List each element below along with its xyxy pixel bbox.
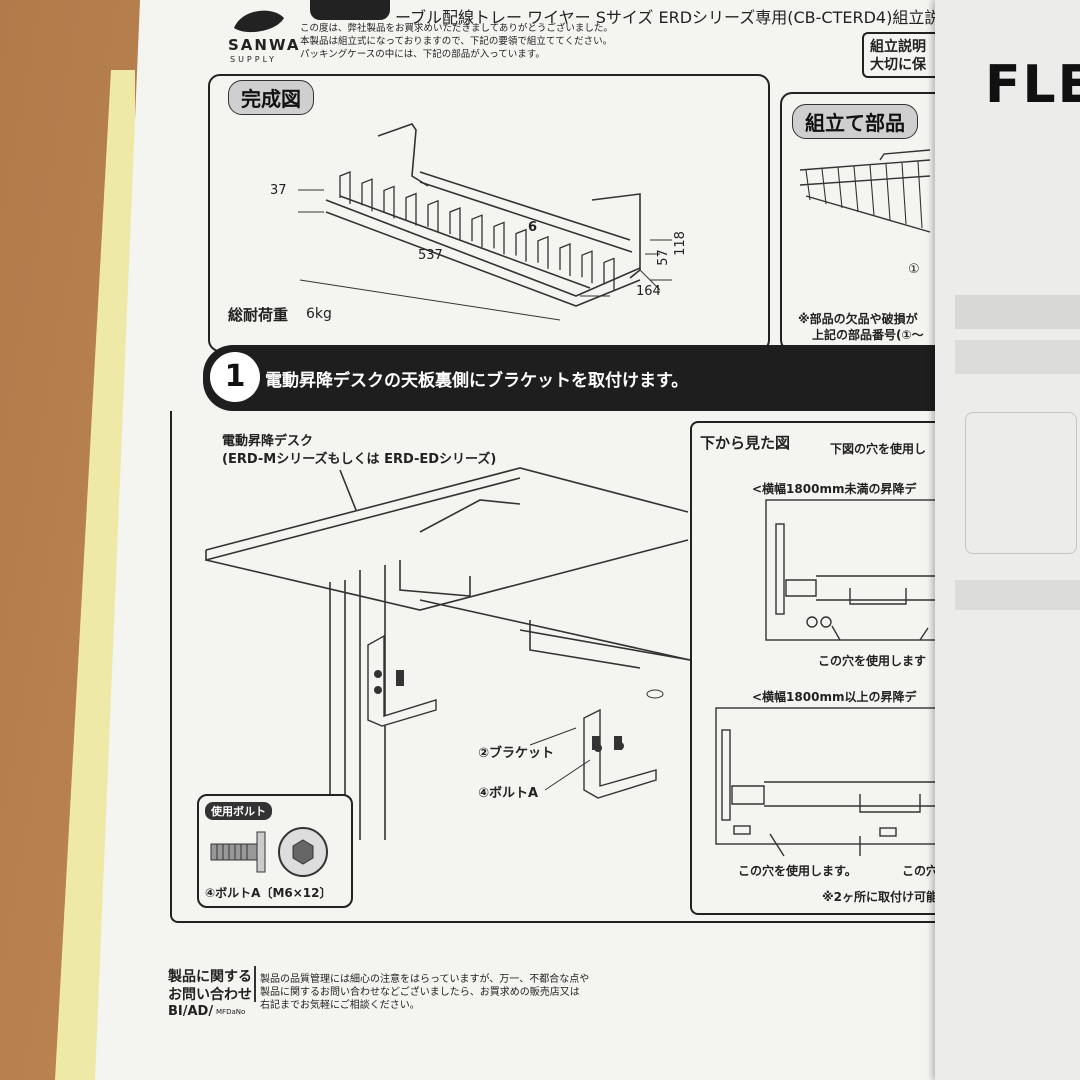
parts-rib (885, 163, 891, 221)
bolt-box-caption: ④ボルトA〔M6×12〕 (205, 886, 332, 900)
case1-label: <横幅1800mm未満の昇降デ (752, 482, 917, 496)
parts-rib (917, 161, 923, 229)
quality-line-2: 製品に関するお問い合わせなどございましたら、お買求めの販売店又は (260, 987, 580, 998)
sanwa-logo: SANWA SUPPLY (228, 6, 298, 70)
notice-line-2: 大切に保 (870, 57, 926, 73)
dim-6: 6 (528, 220, 538, 235)
dim-164: 164 (636, 284, 661, 299)
bolt-box-title: 使用ボルト (205, 802, 272, 820)
intro-line-2: 本製品は組立式になっておりますので、下記の要領で組立ててください。 (300, 36, 613, 47)
parts-rib (869, 165, 875, 217)
quality-line-3: 右記までお気軽にご相談ください。 (260, 1000, 420, 1011)
step1-banner (203, 345, 943, 411)
bolt-hole (374, 686, 382, 694)
document-title: ーブル配線トレー ワイヤー Sサイズ ERDシリーズ専用(CB-CTERD4)組… (395, 8, 957, 27)
quality-line-1: 製品の品質管理には細心の注意をはらっていますが、万一、不都合な点や (260, 974, 590, 985)
tray-rib (559, 243, 571, 276)
footer-code-small: MFDaNo (216, 1008, 246, 1016)
parts-rib (901, 162, 907, 225)
parts-rib (853, 166, 859, 213)
tray-rib (493, 221, 505, 255)
tray-rib (515, 228, 527, 262)
right-sheet-band-1 (955, 295, 1080, 329)
bottom-view-footnote: ※2ヶ所に取付け可能 (822, 890, 939, 904)
desk-label: 電動昇降デスク (222, 434, 314, 449)
tray-rib (361, 178, 373, 212)
logo-text-bottom: SUPPLY (230, 55, 277, 64)
tray-rib (449, 207, 461, 240)
case2-note-a: この穴を使用します。 (738, 864, 857, 878)
part-number-1: ① (908, 262, 920, 277)
step1-title: 電動昇降デスクの天板裏側にブラケットを取付けます。 (265, 371, 689, 391)
intro-line-3: パッキングケースの中には、下記の部品が入っています。 (300, 49, 545, 60)
inquiry-line-1: 製品に関する (168, 969, 252, 985)
notice-line-1: 組立説明 (870, 39, 926, 55)
tray-rib (603, 257, 615, 291)
footer-code: BI/AD/ (168, 1004, 214, 1019)
case1-note: この穴を使用します (818, 654, 927, 668)
footer-divider (254, 966, 256, 1002)
tray-rib (581, 250, 593, 284)
header-black-tab (310, 0, 390, 20)
completion-label: 完成図 (228, 80, 314, 115)
right-sheet-band-3 (955, 580, 1080, 610)
parts-note-2: 上記の部品番号(①〜 (812, 328, 924, 342)
desk-sub-label: (ERD-Mシリーズもしくは ERD-EDシリーズ) (222, 452, 497, 467)
second-manual-sheet: FLE (935, 0, 1080, 1080)
notice-box: 組立説明 大切に保 (862, 32, 939, 78)
parts-rib (821, 168, 827, 205)
case2-note-b: この穴 (902, 864, 939, 878)
bolt-icon (210, 827, 328, 877)
parts-label: 組立て部品 (792, 104, 918, 139)
tray-rib (405, 192, 417, 226)
inquiry-line-2: お問い合わせ (168, 987, 252, 1003)
intro-line-1: この度は、弊社製品をお買求めいただきましてありがとうございました。 (300, 23, 613, 34)
bottom-view-subtitle: 下図の穴を使用し (830, 442, 927, 456)
right-sheet-band-2 (955, 340, 1080, 374)
tray-rib (339, 171, 351, 204)
tray-rib (537, 235, 549, 269)
step-number: 1 (210, 352, 260, 402)
right-sheet-panel (965, 412, 1077, 554)
dim-537: 537 (418, 248, 443, 263)
bottom-view-title: 下から見た図 (700, 434, 791, 452)
parts-rib (805, 169, 811, 201)
logo-swoosh-icon (234, 10, 284, 33)
right-sheet-heading: FLE (985, 55, 1080, 115)
bolt-hole (374, 670, 382, 678)
tray-rib (383, 185, 395, 219)
dim-37: 37 (270, 183, 287, 198)
parts-rib (837, 167, 843, 209)
step1-panel (170, 411, 945, 923)
case2-label: <横幅1800mm以上の昇降デ (752, 690, 917, 704)
bolt-label: ④ボルトA (478, 786, 539, 801)
parts-note-1: ※部品の欠品や破損が (798, 312, 918, 326)
bolt-info-box: 使用ボルト ④ボルトA〔M6×12〕 (197, 794, 353, 908)
tray-rib (427, 199, 439, 233)
bracket-label: ②ブラケット (478, 746, 555, 761)
load-value: 6kg (306, 306, 332, 322)
tray-rib (471, 214, 483, 248)
load-label: 総耐荷重 (228, 306, 289, 324)
bottom-view-box (690, 421, 945, 915)
logo-text-top: SANWA (228, 36, 301, 54)
